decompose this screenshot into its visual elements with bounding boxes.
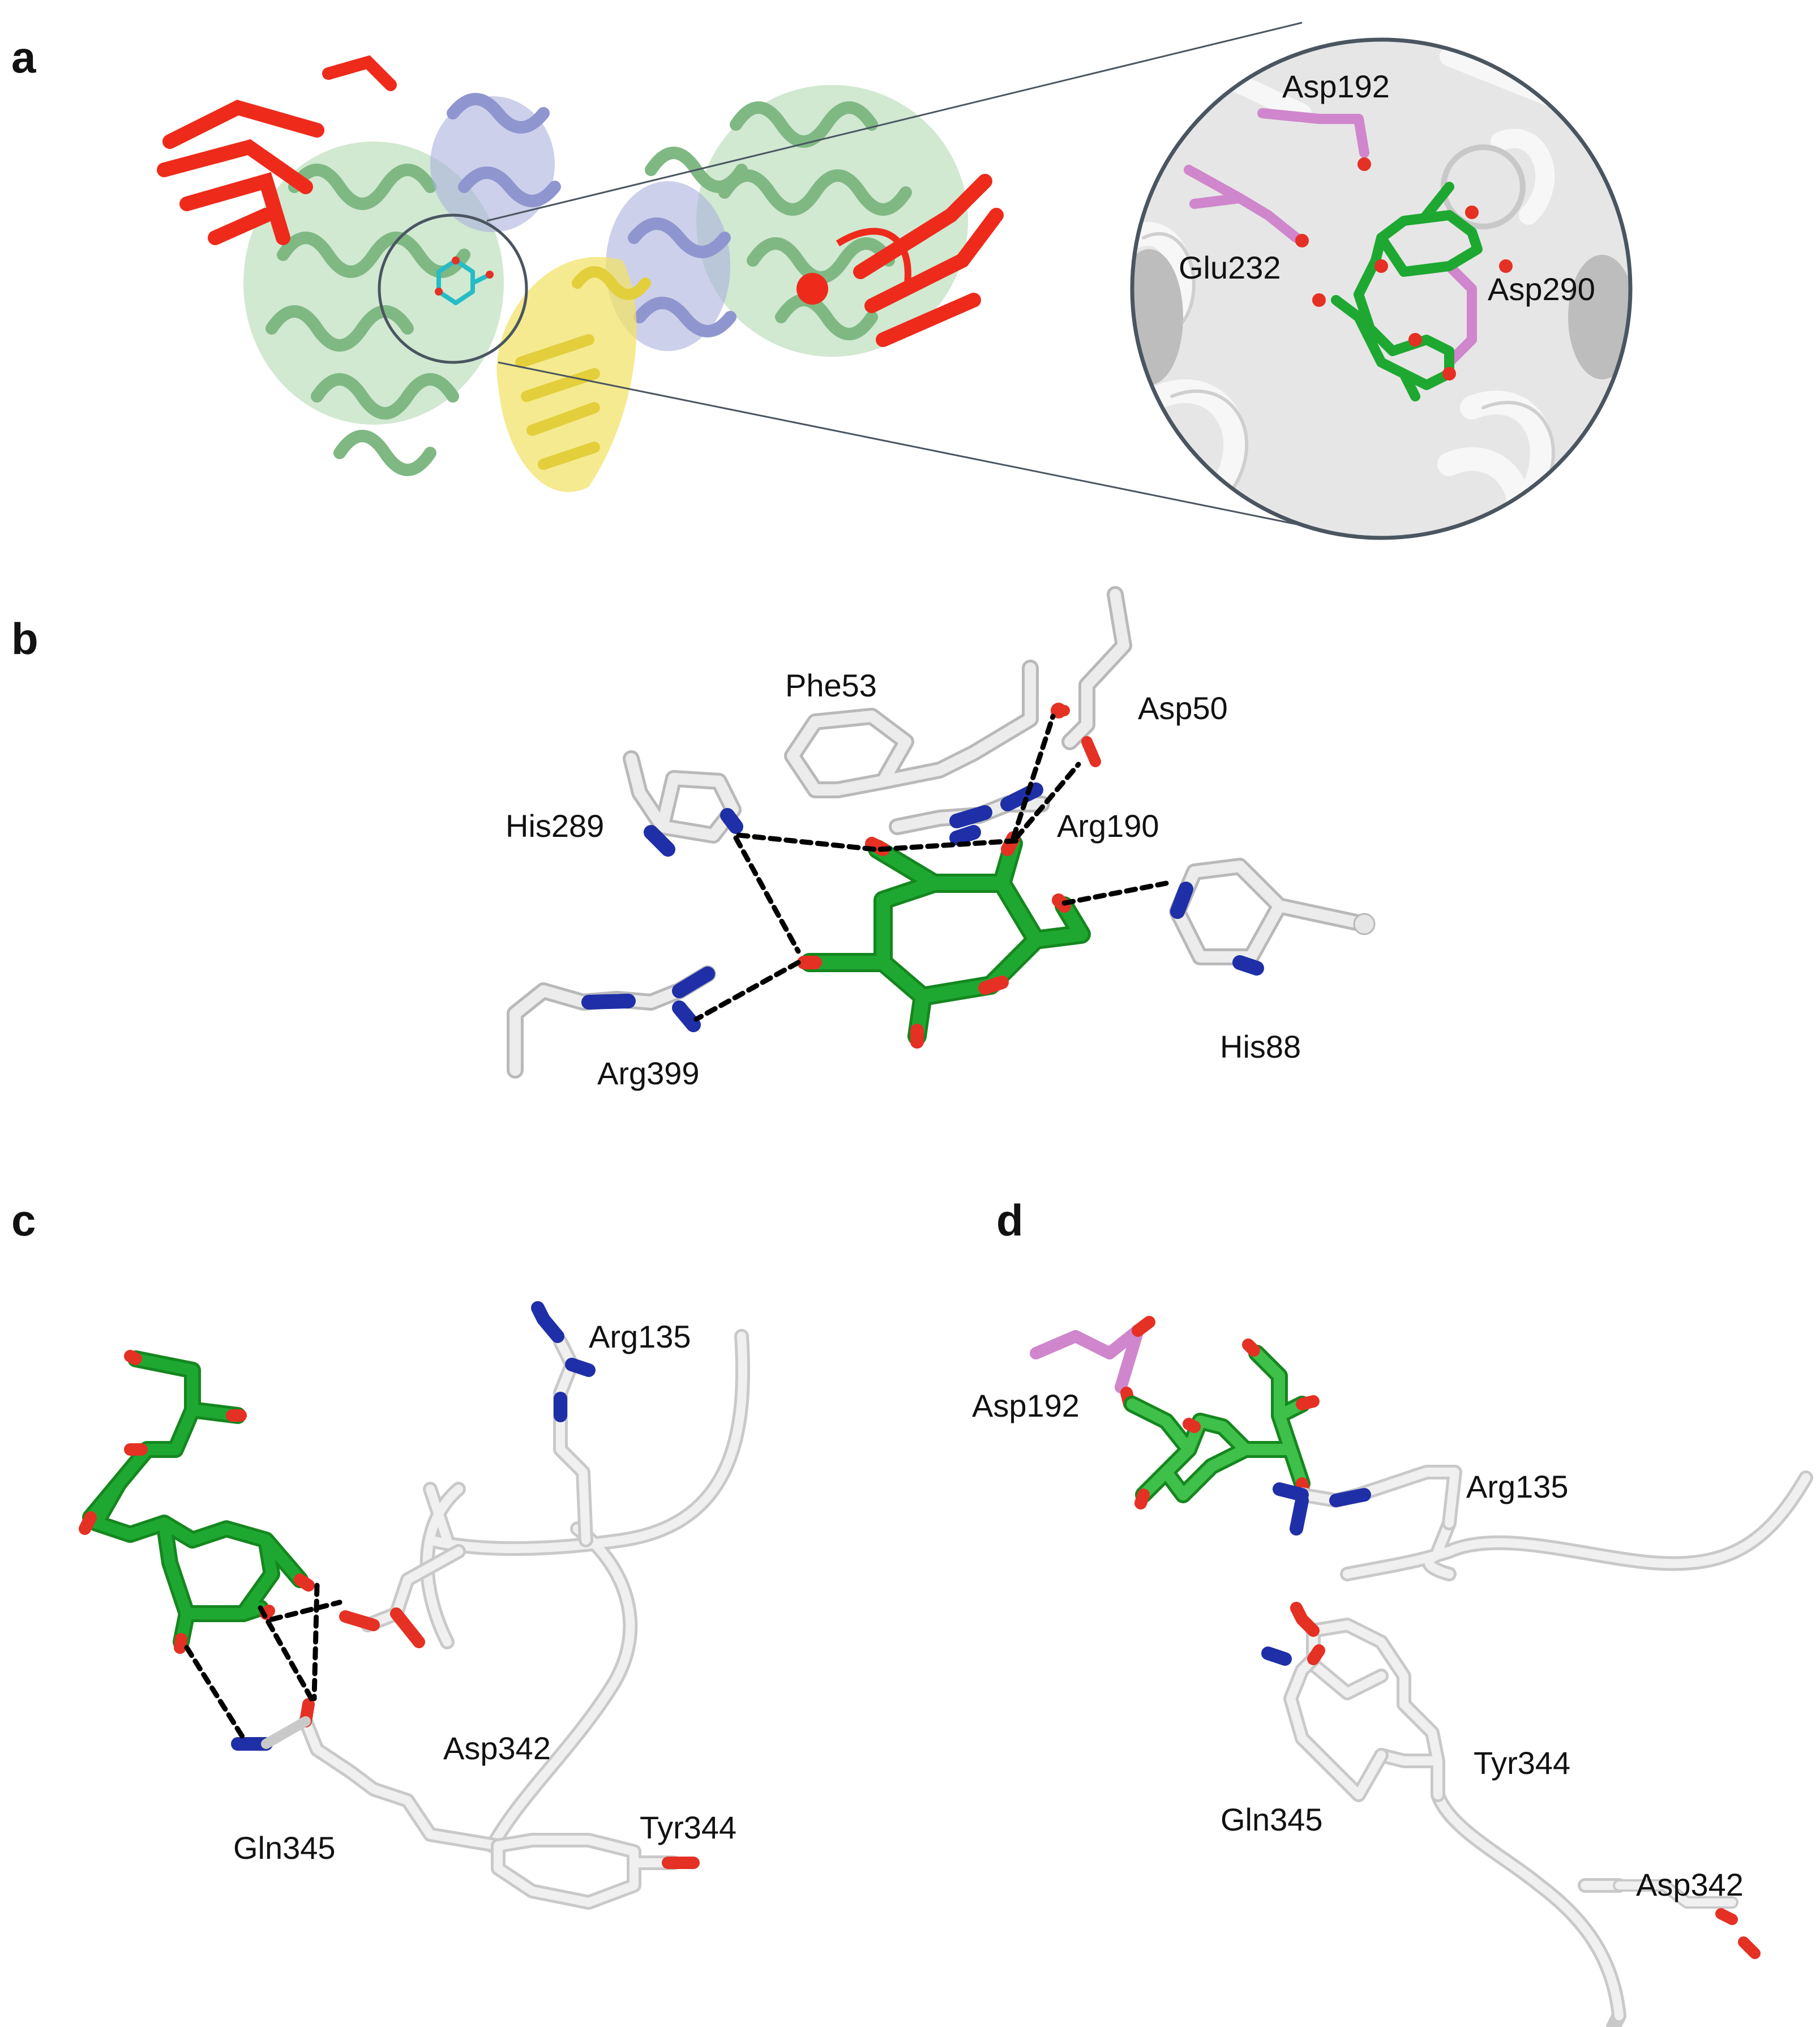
residue-arg190 bbox=[889, 782, 1050, 845]
panel-letter-b: b bbox=[11, 614, 38, 664]
zoom-connector-bottom bbox=[498, 361, 1337, 533]
panel-d: d bbox=[972, 1195, 1813, 2027]
label-a-asp290: Asp290 bbox=[1488, 271, 1595, 307]
residue-asp342-c bbox=[339, 1544, 466, 1648]
label-c-tyr344: Tyr344 bbox=[640, 1810, 736, 1845]
active-site-ligand-overview bbox=[435, 256, 494, 305]
label-b-his289: His289 bbox=[506, 808, 604, 844]
label-c-gln345: Gln345 bbox=[233, 1830, 336, 1866]
backbone-tube-c bbox=[419, 1329, 751, 1853]
c-terminal-domain bbox=[496, 256, 651, 492]
label-b-arg190: Arg190 bbox=[1057, 808, 1159, 844]
label-d-arg135: Arg135 bbox=[1466, 1469, 1569, 1504]
backbone-tube-d bbox=[1340, 1470, 1813, 2027]
residue-arg135-d bbox=[1273, 1465, 1462, 1536]
residue-arg399 bbox=[507, 965, 716, 1079]
hydrogen-bonds-c bbox=[184, 1583, 342, 1741]
label-b-phe53: Phe53 bbox=[785, 668, 877, 703]
label-d-asp192: Asp192 bbox=[972, 1388, 1080, 1423]
residue-arg135-c bbox=[531, 1301, 596, 1547]
ligand-glucose bbox=[797, 831, 1091, 1049]
label-d-asp342: Asp342 bbox=[1636, 1867, 1744, 1902]
ligand-disaccharide-c bbox=[79, 1350, 315, 1654]
residue-gln345-d bbox=[1261, 1644, 1389, 1802]
panel-letter-d: d bbox=[996, 1195, 1024, 1245]
panel-letter-a: a bbox=[11, 32, 36, 82]
ligand-disaccharide-d bbox=[1124, 1338, 1320, 1509]
residue-phe53 bbox=[784, 660, 1039, 798]
panel-a: a bbox=[11, 22, 1633, 540]
residue-his289 bbox=[623, 750, 743, 857]
label-b-arg399: Arg399 bbox=[597, 1055, 700, 1091]
label-d-gln345: Gln345 bbox=[1221, 1802, 1323, 1837]
label-b-asp50: Asp50 bbox=[1138, 690, 1228, 726]
label-a-asp192: Asp192 bbox=[1282, 69, 1390, 104]
zoom-circle-outline bbox=[1130, 37, 1633, 540]
zoom-connector-top bbox=[486, 22, 1303, 222]
residue-asp342-d bbox=[1613, 1879, 1761, 1959]
panel-letter-c: c bbox=[11, 1195, 36, 1245]
helix-linker-domain bbox=[430, 93, 736, 351]
residue-gln345-c bbox=[231, 1698, 506, 1853]
panel-c: c bbox=[11, 1195, 751, 1910]
residue-tyr344-d bbox=[1290, 1602, 1445, 1802]
residue-tyr344-c bbox=[491, 1833, 700, 1910]
label-c-arg135: Arg135 bbox=[589, 1319, 691, 1354]
active-site-zoom: Asp192 Glu232 Asp290 bbox=[1130, 37, 1633, 540]
residue-his88 bbox=[1169, 858, 1376, 976]
beta-sandwich-domain bbox=[157, 55, 1004, 347]
hydrogen-bonds-b bbox=[693, 713, 1169, 1022]
label-a-glu232: Glu232 bbox=[1179, 250, 1281, 285]
panel-b: b bbox=[11, 586, 1376, 1091]
label-b-his88: His88 bbox=[1220, 1029, 1301, 1064]
label-c-asp342: Asp342 bbox=[443, 1730, 551, 1766]
label-d-tyr344: Tyr344 bbox=[1474, 1745, 1570, 1781]
active-site-marker-circle bbox=[378, 213, 528, 364]
residue-asp50 bbox=[1051, 586, 1132, 767]
